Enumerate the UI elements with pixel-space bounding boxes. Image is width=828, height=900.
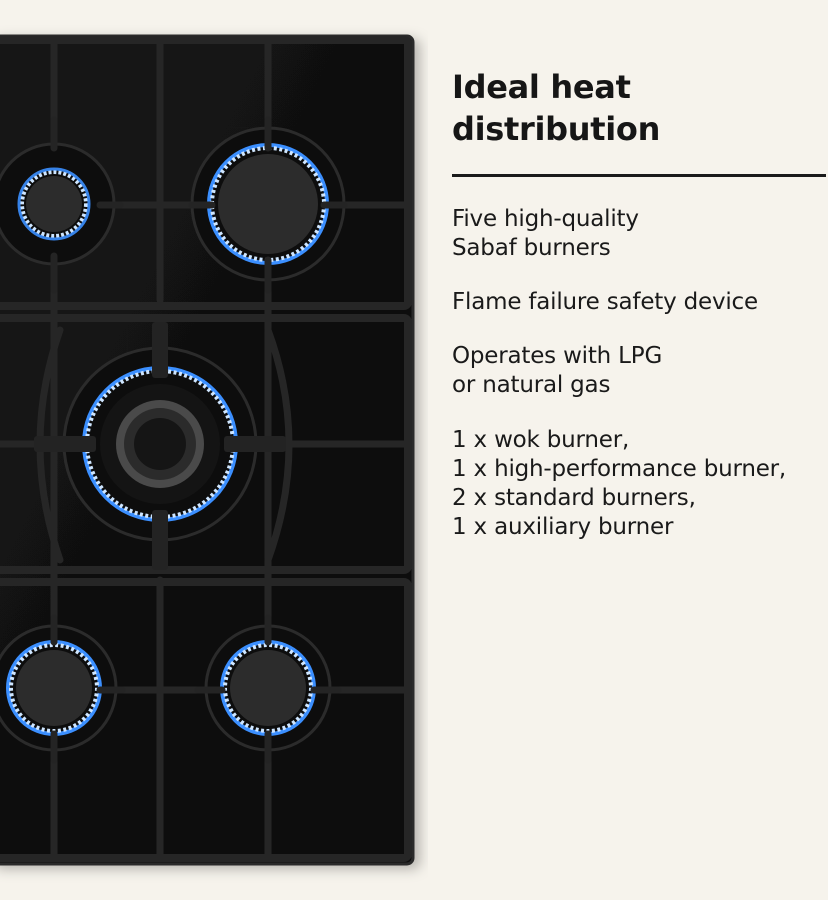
page-title-line-2: distribution [452, 110, 661, 148]
feature-line: or natural gas [452, 372, 611, 398]
feature-line: Flame failure safety device [452, 289, 758, 315]
feature-list: Five high-quality Sabaf burners Flame fa… [452, 205, 822, 542]
burner-wok [34, 322, 286, 570]
title-divider [452, 174, 826, 177]
page-title: Ideal heat distribution [452, 66, 822, 150]
grate-arms-over-burners [50, 116, 348, 764]
feature-line: 1 x high-performance burner, [452, 456, 787, 482]
feature-line: 1 x wok burner, [452, 427, 630, 453]
gas-hob-image [0, 34, 415, 866]
feature-gas-type: Operates with LPG or natural gas [452, 342, 822, 400]
feature-safety: Flame failure safety device [452, 288, 822, 317]
feature-line: 2 x standard burners, [452, 485, 696, 511]
feature-burner-breakdown: 1 x wok burner, 1 x high-performance bur… [452, 426, 822, 542]
page-title-line-1: Ideal heat [452, 68, 631, 106]
feature-panel: Ideal heat distribution Five high-qualit… [452, 66, 826, 542]
feature-burners: Five high-quality Sabaf burners [452, 205, 822, 263]
feature-line: Sabaf burners [452, 235, 611, 261]
feature-line: 1 x auxiliary burner [452, 514, 674, 540]
feature-line: Operates with LPG [452, 343, 663, 369]
feature-line: Five high-quality [452, 206, 639, 232]
